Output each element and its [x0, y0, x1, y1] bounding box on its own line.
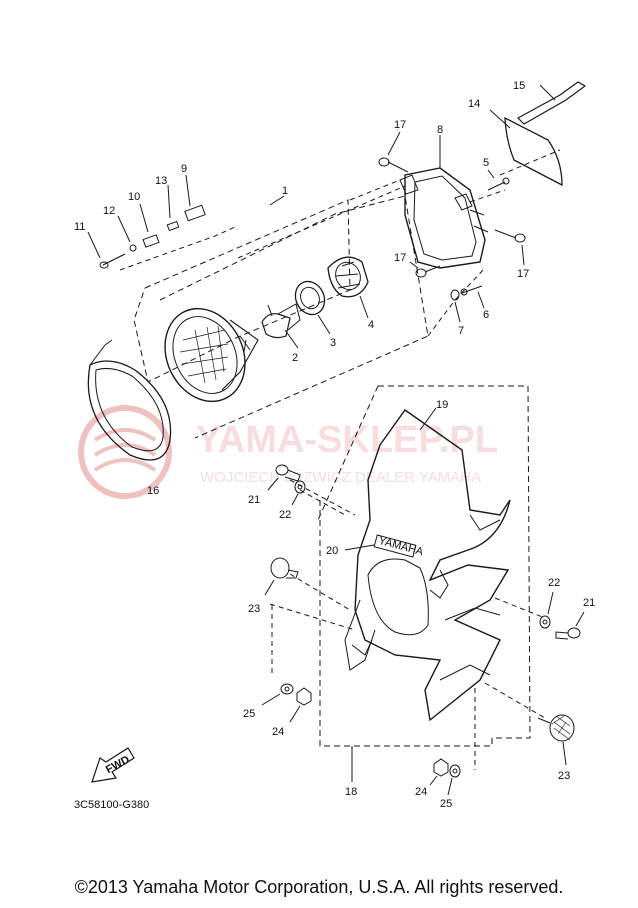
washer-22-right: [539, 591, 554, 629]
diagram-code: 3C58100-G380: [74, 799, 149, 811]
watermark-subtitle: WOJCIECH JÓZWICZ DEALER YAMAHA: [200, 469, 481, 486]
fwd-arrow-icon: [91, 747, 135, 783]
screw-6: [460, 285, 485, 309]
part-label: 22: [548, 577, 560, 589]
part-label: 24: [415, 786, 427, 798]
part-label: 5: [483, 157, 489, 169]
screw-17-right: [494, 229, 526, 266]
bolt-group-box: [119, 226, 236, 271]
headlight-rim-ring: [87, 339, 172, 461]
part-label: 17: [394, 252, 406, 264]
screw-17-left: [409, 261, 441, 278]
socket-ring: [294, 280, 326, 316]
bulb: [261, 303, 301, 349]
part-label: 11: [74, 221, 85, 233]
cover-panel: [489, 109, 563, 187]
part-label: 15: [513, 80, 525, 92]
part-label: 19: [436, 399, 448, 411]
nut-24-right: [429, 758, 449, 786]
assembly-box-1b: [159, 195, 429, 439]
part-label: 3: [330, 337, 336, 349]
part-label: 4: [368, 319, 374, 331]
part-label: 2: [292, 352, 298, 364]
headlight-cowl: [344, 407, 511, 722]
bolt-21-left: [267, 464, 301, 491]
cowl-box-18: [319, 385, 531, 747]
part-label: 24: [272, 726, 284, 738]
part-label: 22: [279, 509, 291, 521]
part-label: 8: [437, 124, 443, 136]
watermark: YAMA-SKLEP.PL WOJCIECH JÓZWICZ DEALER YA…: [78, 405, 498, 499]
washer-25-left: [261, 683, 294, 706]
assembly-box-1: [133, 199, 351, 383]
copyright-footer: ©2013 Yamaha Motor Corporation, U.S.A. A…: [74, 877, 564, 897]
watermark-logo-icon: [93, 428, 157, 472]
washer-22-left: [291, 480, 306, 506]
cable-tie: [517, 81, 587, 125]
part-label: 17: [394, 119, 406, 131]
part-label: 12: [103, 205, 115, 217]
part-label: 21: [248, 494, 260, 506]
part-label: 6: [483, 309, 489, 321]
part-label: 13: [155, 175, 167, 187]
leader-1: [269, 195, 285, 206]
rubber-cover: [327, 256, 369, 319]
part-label: 25: [243, 708, 255, 720]
bolt-21-right: [555, 611, 585, 640]
headlight-bracket: [399, 135, 489, 269]
part-label: 18: [345, 786, 357, 798]
part-label: 23: [558, 770, 570, 782]
grommet-23-right: [537, 714, 575, 766]
part-label: 1: [282, 185, 288, 197]
part-label: 25: [440, 798, 452, 810]
screw-5: [487, 169, 510, 191]
nut-24-left: [289, 687, 312, 723]
small-parts-group: [87, 174, 206, 269]
part-label: 20: [326, 545, 338, 557]
part-label: 23: [248, 603, 260, 615]
part-label: 9: [181, 163, 187, 175]
part-label: 16: [147, 485, 159, 497]
part-label: 7: [458, 325, 464, 337]
part-label: 21: [583, 597, 595, 609]
fwd-label: FWD: [104, 754, 132, 776]
screw-17-top: [378, 131, 409, 173]
headlight-unit: [164, 307, 259, 403]
watermark-logo-icon: [78, 405, 172, 499]
emblem-label: YAMAHA: [377, 535, 425, 559]
washer-7: [450, 289, 461, 323]
grommet-23-left: [264, 557, 299, 596]
part-label: 17: [517, 268, 529, 280]
part-label: 14: [468, 98, 480, 110]
washer-25-right: [447, 764, 461, 796]
part-label: 10: [128, 191, 140, 203]
